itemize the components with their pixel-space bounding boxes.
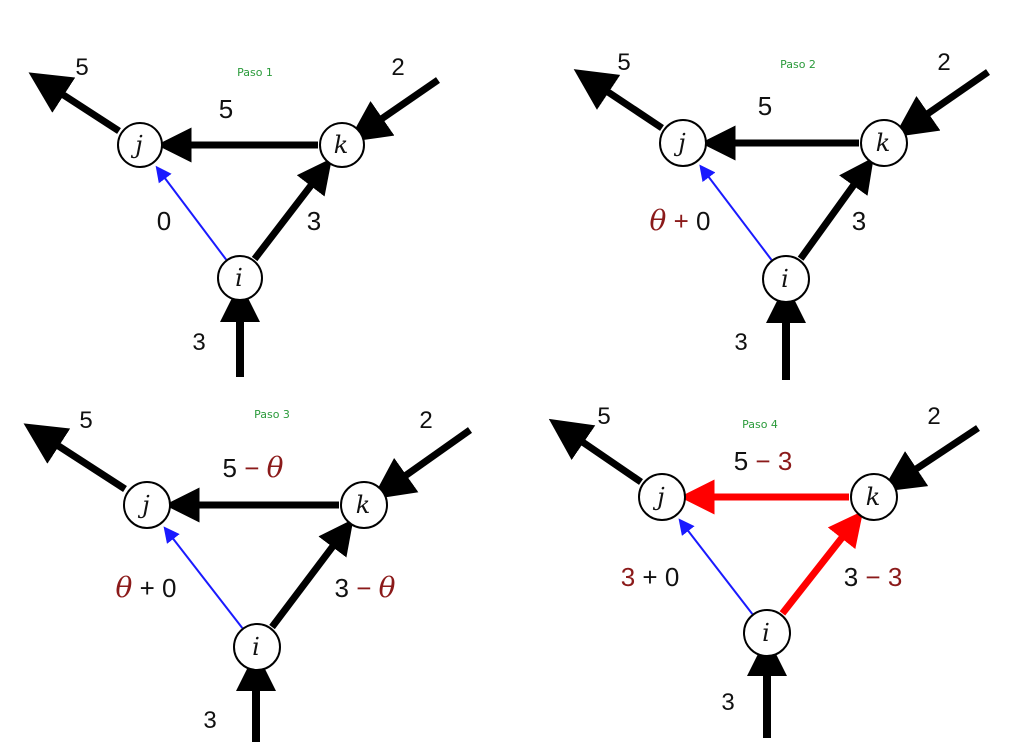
outflow-label-j: 5 [617,49,630,76]
edge-i-to-j [699,164,773,261]
outflow-arrow-j [28,72,121,134]
node-k [850,473,898,521]
edge-i-to-j [155,165,227,261]
node-label-k: k [876,129,891,157]
node-j [123,481,171,529]
edge-label-i-k-part: θ [379,571,396,604]
edge-label-k-j: 5 − 3 [734,446,793,476]
inflow-arrow-k [347,77,440,143]
edge-label-k-j: 5 [219,94,233,124]
edge-label-k-j: 5 [758,91,772,121]
inflow-label-k: 2 [937,49,950,76]
edge-i-to-k [779,510,864,616]
edge-label-k-j-part: 5 [219,94,233,124]
edge-i-to-j [678,518,754,615]
edge-label-i-j: θ + 0 [650,204,711,237]
edge-label-i-j-part: 3 [621,562,635,592]
edge-label-i-j-part: + [635,562,665,592]
step-title: Paso 4 [742,418,778,431]
outflow-arrow-j [23,423,127,492]
edge-label-k-j-part: 5 [223,453,245,483]
node-i [217,255,263,301]
inflow-label-k: 2 [419,407,432,434]
edge-label-i-j: 3 + 0 [621,562,680,592]
inflow-arrow-k [881,425,980,492]
edge-label-i-k-part: − 3 [865,562,902,592]
edge-label-k-j-part: θ [267,451,284,484]
step-title: Paso 1 [237,66,273,79]
inflow-label-k: 2 [391,54,404,81]
edge-label-i-j: θ + 0 [116,571,177,604]
edge-i-to-k [797,157,874,261]
edge-label-i-j-part: 0 [696,206,710,236]
node-k [340,481,388,529]
outflow-label-j: 5 [79,407,92,434]
outflow-label-j: 5 [597,403,610,430]
step-title: Paso 3 [254,408,290,421]
edge-label-i-j-part: θ [650,204,667,237]
edge-label-i-j-part: + [666,206,696,236]
edge-label-i-k: 3 − 3 [844,562,903,592]
edge-label-k-j-part: 5 [734,446,756,476]
inflow-label-k: 2 [927,403,940,430]
node-label-i: i [252,633,260,661]
node-label-k: k [356,491,371,519]
edge-label-k-j-part: − [244,453,266,483]
node-label-i: i [781,265,789,293]
edge-label-i-k: 3 [307,206,321,236]
inflow-label-i: 3 [192,329,205,356]
node-label-k: k [334,131,349,159]
node-i [233,623,281,671]
edge-i-to-j [163,526,244,629]
edge-label-i-j-part: 0 [665,562,679,592]
edge-label-i-k-part: 3 [307,206,321,236]
edge-label-i-j-part: 0 [162,573,176,603]
node-label-k: k [866,483,881,511]
edge-label-i-k-part: 3 [852,206,866,236]
node-j [638,473,686,521]
inflow-label-i: 3 [203,707,216,734]
inflow-label-i: 3 [734,329,747,356]
step-title: Paso 2 [780,58,816,71]
edge-label-k-j: 5 − θ [223,451,284,484]
node-i [743,609,791,657]
edge-label-i-j-part: + [132,573,162,603]
edge-i-to-k [269,518,354,630]
outflow-label-j: 5 [75,54,88,81]
edge-label-i-j-part: θ [116,571,133,604]
node-j [659,119,707,167]
node-label-i: i [762,619,770,647]
node-j [117,122,163,168]
edge-label-i-j-part: 0 [157,206,171,236]
inflow-label-i: 3 [721,689,734,716]
inflow-arrow-k [371,427,473,500]
edge-label-i-k-part: − [356,573,378,603]
inflow-arrow-k [893,69,990,138]
outflow-arrow-j [548,418,643,485]
edge-label-i-k-part: 3 [335,573,357,603]
node-label-i: i [235,264,243,292]
edge-label-k-j-part: 5 [758,91,772,121]
node-k [319,122,365,168]
edge-label-k-j-part: − 3 [755,446,792,476]
edge-label-i-k-part: 3 [844,562,866,592]
edge-i-to-k [251,158,332,262]
edge-label-i-k: 3 − θ [335,571,396,604]
outflow-arrow-j [573,69,664,131]
edge-label-i-j: 0 [157,206,171,236]
node-k [860,119,908,167]
node-i [762,255,810,303]
edge-label-i-k: 3 [852,206,866,236]
